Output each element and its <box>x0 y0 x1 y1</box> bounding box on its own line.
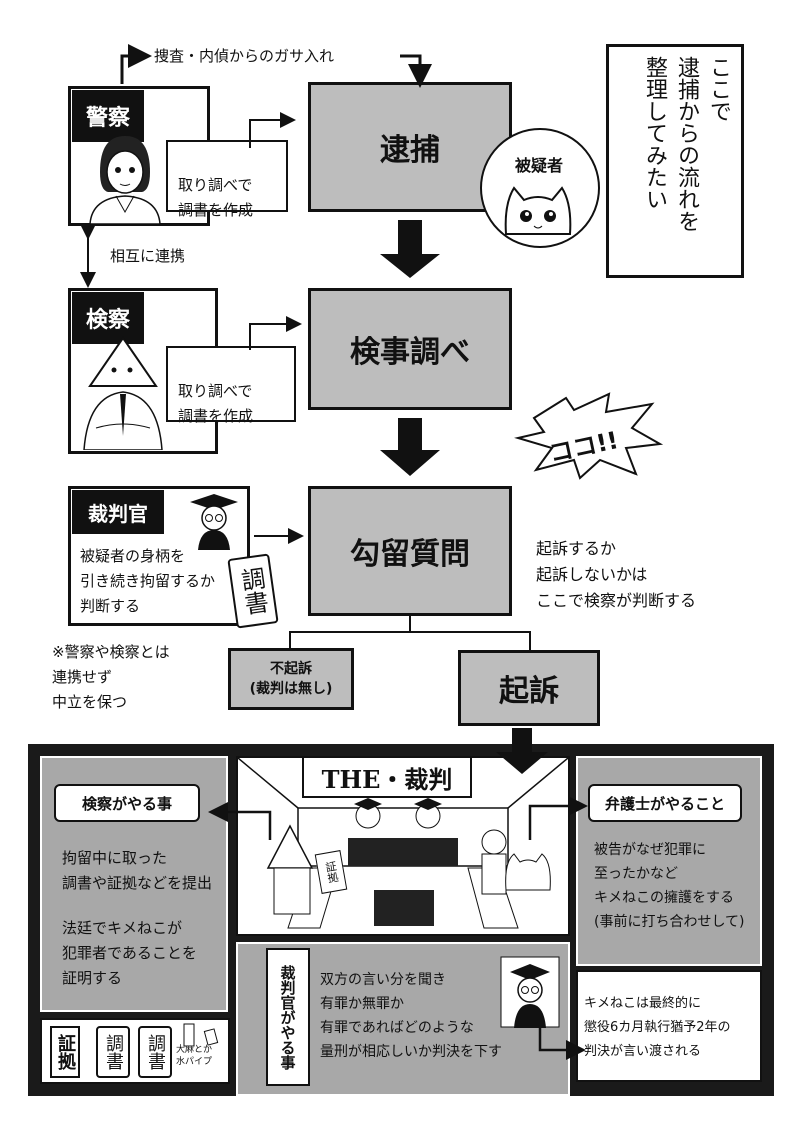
step-investigation: 検事調べ <box>308 288 512 410</box>
evidence-item: 大麻とか 水パイプ <box>176 1045 213 1067</box>
shout-burst <box>514 392 664 480</box>
verdict-panel <box>576 970 762 1082</box>
prosecution-note-text: 取り調べで 調書を作成 <box>178 382 254 425</box>
lawyer-text: 被告がなぜ犯罪に 至ったかなど キメねこの擁護をする (事前に打ち合わせして) <box>594 842 745 930</box>
judge-figure <box>190 494 238 550</box>
prosecutor-figure <box>83 336 163 450</box>
lawyer-header: 弁護士がやること <box>588 784 742 822</box>
evidence-doc-2: 調書 <box>138 1026 172 1078</box>
judge-small-figure <box>500 956 560 1028</box>
judge-duties-text: 双方の言い分を聞き 有罪か無罪か 有罪であればどのような 量刑が相応しいか判決を… <box>320 972 502 1060</box>
search-note: 捜査・内偵からのガサ入れ <box>154 47 335 65</box>
summary-box <box>606 44 744 278</box>
summary-text: ここで 逮捕からの流れを 整理してみたい <box>642 56 731 232</box>
prosecutor-header: 検察がやる事 <box>54 784 200 822</box>
prosecution-label: 検察 <box>72 292 144 344</box>
courtroom-scene <box>238 758 568 929</box>
judge-label: 裁判官 <box>72 490 164 534</box>
step-arrest: 逮捕 <box>308 82 512 212</box>
non-prosecution-text: 不起訴 (裁判は無し) <box>249 661 333 697</box>
verdict-text: キメねこは最終的に 懲役6カ月執行猶予2年の 判決が言い渡される <box>584 996 731 1059</box>
cooperation-label: 相互に連携 <box>110 247 186 265</box>
prosecution-note: 取り調べで 調書を作成 <box>166 346 296 425</box>
step-prosecution: 起訴 <box>458 650 600 726</box>
pipe-icon <box>183 1023 219 1047</box>
evidence-strip <box>40 1018 230 1084</box>
evidence-doc-1: 調書 <box>96 1026 130 1078</box>
trial-title: THE・裁判 <box>302 756 472 798</box>
police-note-text: 取り調べで 調書を作成 <box>178 176 254 219</box>
cat-face-icon <box>504 186 572 235</box>
step-detention-hearing: 勾留質問 <box>308 486 512 616</box>
police-note: 取り調べで 調書を作成 <box>166 140 288 219</box>
evidence-label: 証拠 <box>50 1026 80 1078</box>
prosecutor-text2: 法廷でキメねこが 犯罪者であることを 証明する <box>62 919 197 987</box>
suspect-label: 被疑者 <box>514 156 563 175</box>
police-officer-figure <box>89 136 161 224</box>
judge-duties-header: 裁判官がやる事 <box>266 948 310 1086</box>
police-label: 警察 <box>72 90 144 142</box>
step-non-prosecution: 不起訴 (裁判は無し) <box>228 648 354 710</box>
prosecutor-text1: 拘留中に取った 調書や証拠などを提出 <box>62 849 213 892</box>
judge-desc: 被疑者の身柄を 引き続き拘留するか 判断する <box>80 547 216 615</box>
judge-neutral-note: ※警察や検察とは 連携せず 中立を保つ <box>52 643 170 711</box>
decision-note: 起訴するか 起訴しないかは ここで検察が判断する <box>536 539 697 610</box>
